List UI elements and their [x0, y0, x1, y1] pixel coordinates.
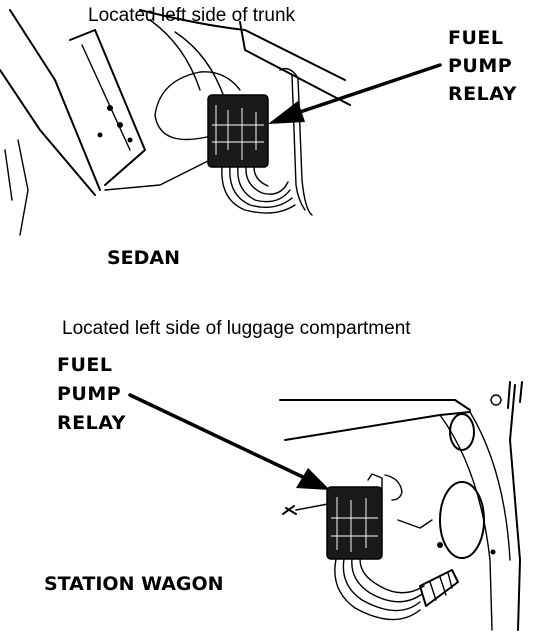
station-wagon-label: STATION WAGON	[44, 573, 224, 595]
station-wagon-callout-line-2: PUMP	[57, 383, 121, 405]
station-wagon-callout-arrow	[128, 393, 330, 490]
sedan-callout-line-1: FUEL	[448, 27, 504, 49]
station-wagon-panel: Located left side of luggage compartment…	[44, 318, 523, 631]
sedan-fuel-pump-relay	[207, 94, 296, 214]
station-wagon-callout-line-1: FUEL	[57, 354, 113, 376]
sedan-callout-line-3: RELAY	[448, 83, 517, 105]
station-wagon-location-caption: Located left side of luggage compartment	[62, 318, 411, 339]
sedan-trunk-structure	[0, 9, 351, 236]
station-wagon-callout-line-3: RELAY	[57, 412, 126, 434]
station-wagon-fuel-pump-relay	[326, 473, 459, 621]
sedan-callout-line-2: PUMP	[448, 55, 512, 77]
station-wagon-compartment-structure	[279, 381, 523, 631]
sedan-callout-arrow	[268, 63, 442, 124]
sedan-location-caption: Located left side of trunk	[88, 5, 296, 26]
sedan-label: SEDAN	[107, 247, 180, 269]
sedan-panel: Located left side of trunk	[0, 5, 517, 269]
